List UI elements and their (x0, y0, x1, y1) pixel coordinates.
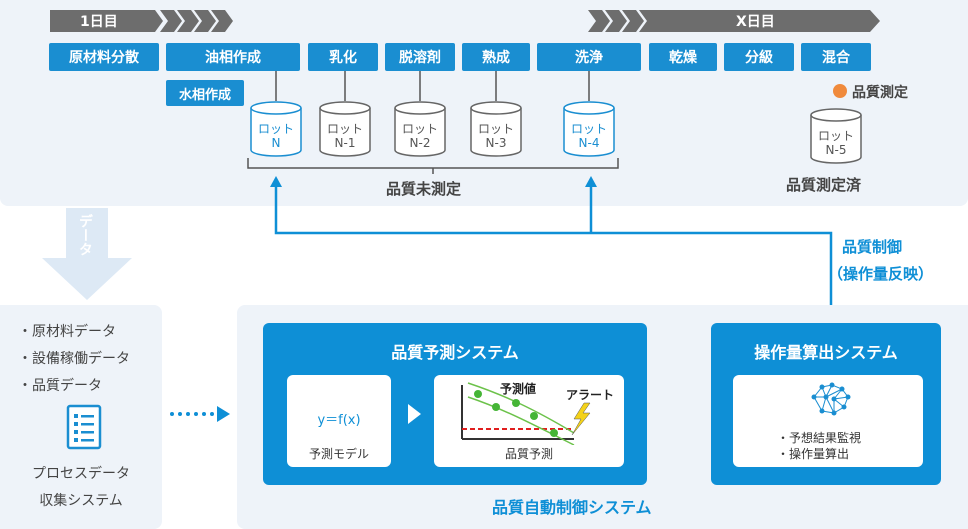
chevron-icon (177, 10, 199, 32)
lot-n-cylinder (250, 101, 302, 157)
lot-n1-line1: ロット (326, 122, 363, 136)
operation-system-box: 操作量算出システム ・予想結果監視 ・操作量算出 (711, 323, 941, 485)
operation-system-title: 操作量算出システム (754, 343, 898, 362)
lot-n3-line1: ロット (477, 122, 514, 136)
step-mixing: 混合 (801, 43, 871, 71)
data-down-arrow-icon (42, 208, 132, 300)
ai-brain-icon (811, 382, 851, 416)
collection-item: ・原材料データ (18, 324, 116, 340)
lot-n5-line2: N-5 (825, 143, 847, 157)
auto-control-label: 品質自動制御システム (492, 498, 652, 517)
lot-n4-cylinder (563, 101, 615, 157)
lot-n5-cylinder (810, 108, 862, 164)
model-formula: y＝f(x) (317, 413, 361, 428)
operation-card: ・予想結果監視 ・操作量算出 (733, 375, 923, 467)
step-oil-phase: 油相作成 (166, 43, 300, 71)
step-drying: 乾燥 (649, 43, 717, 71)
collection-item: ・設備稼働データ (18, 351, 130, 367)
prediction-value-label: 予測値 (500, 382, 537, 396)
quality-control-line2: （操作量反映） (828, 265, 934, 283)
chevron-icon (622, 10, 644, 32)
prediction-model-card: y＝f(x) 予測モデル (287, 375, 391, 467)
quality-control-line1: 品質制御 (842, 238, 903, 256)
lot-n-line2: N (271, 136, 281, 150)
arrow-up-icon (270, 176, 282, 187)
prediction-chart-card: 品質予測 (434, 375, 624, 467)
collection-item: ・品質データ (18, 378, 102, 394)
arrow-right-icon (217, 406, 230, 422)
prediction-point (492, 403, 500, 411)
chevron-icon (588, 10, 610, 32)
prediction-system-title: 品質予測システム (391, 343, 519, 362)
lot-n1-line2: N-1 (334, 136, 356, 150)
prediction-point (530, 412, 538, 420)
lot-n-line1: ロット (257, 122, 294, 136)
step-emulsify: 乳化 (308, 43, 378, 71)
legend-quality-measure: 品質測定 (852, 85, 908, 101)
lot-n2-line2: N-2 (409, 136, 431, 150)
prediction-point (550, 429, 558, 437)
chart-caption: 品質予測 (504, 447, 553, 461)
data-arrow-label: データ (77, 214, 93, 256)
step-water-phase: 水相作成 (166, 80, 244, 106)
lot-n3-line2: N-3 (485, 136, 507, 150)
quality-measure-dot (833, 84, 847, 98)
lot-n4-line1: ロット (570, 122, 607, 136)
prediction-system-box: 品質予測システム y＝f(x) 予測モデル 品質予測 (263, 323, 647, 485)
document-list-icon (66, 404, 102, 450)
operation-item: ・操作量算出 (777, 447, 850, 461)
arrow-up-icon (585, 176, 597, 187)
chevron-icon (211, 10, 233, 32)
arrow-right-icon (408, 404, 421, 424)
timeline-arrows (50, 10, 880, 32)
prediction-point (474, 390, 482, 398)
collection-title-line2: 収集システム (39, 493, 123, 509)
chevron-icon (194, 10, 216, 32)
step-raw-material: 原材料分散 (49, 43, 159, 71)
step-classify: 分級 (724, 43, 794, 71)
timeline-start-label: 1日目 (80, 14, 118, 30)
lightning-alert-icon (571, 402, 591, 436)
unmeasured-label: 品質未測定 (386, 180, 462, 198)
chevron-icon (605, 10, 627, 32)
lot-n2-line1: ロット (401, 122, 438, 136)
operation-item: ・予想結果監視 (777, 431, 862, 445)
lot-n2-cylinder (394, 101, 446, 157)
prediction-point (512, 399, 520, 407)
measured-label: 品質測定済 (786, 176, 862, 194)
alert-label: アラート (566, 388, 615, 402)
step-desolvent: 脱溶剤 (385, 43, 455, 71)
lot-n1-cylinder (319, 101, 371, 157)
chevron-icon (160, 10, 182, 32)
step-aging: 熟成 (462, 43, 530, 71)
step-washing: 洗浄 (537, 43, 641, 71)
model-label: 予測モデル (308, 447, 369, 461)
lot-n4-line2: N-4 (578, 136, 600, 150)
lot-n3-cylinder (470, 101, 522, 157)
timeline-end-label: X日目 (736, 14, 775, 30)
lot-n5-line1: ロット (817, 129, 854, 143)
collection-title-line1: プロセスデータ (32, 466, 130, 482)
prediction-chart (461, 382, 591, 445)
